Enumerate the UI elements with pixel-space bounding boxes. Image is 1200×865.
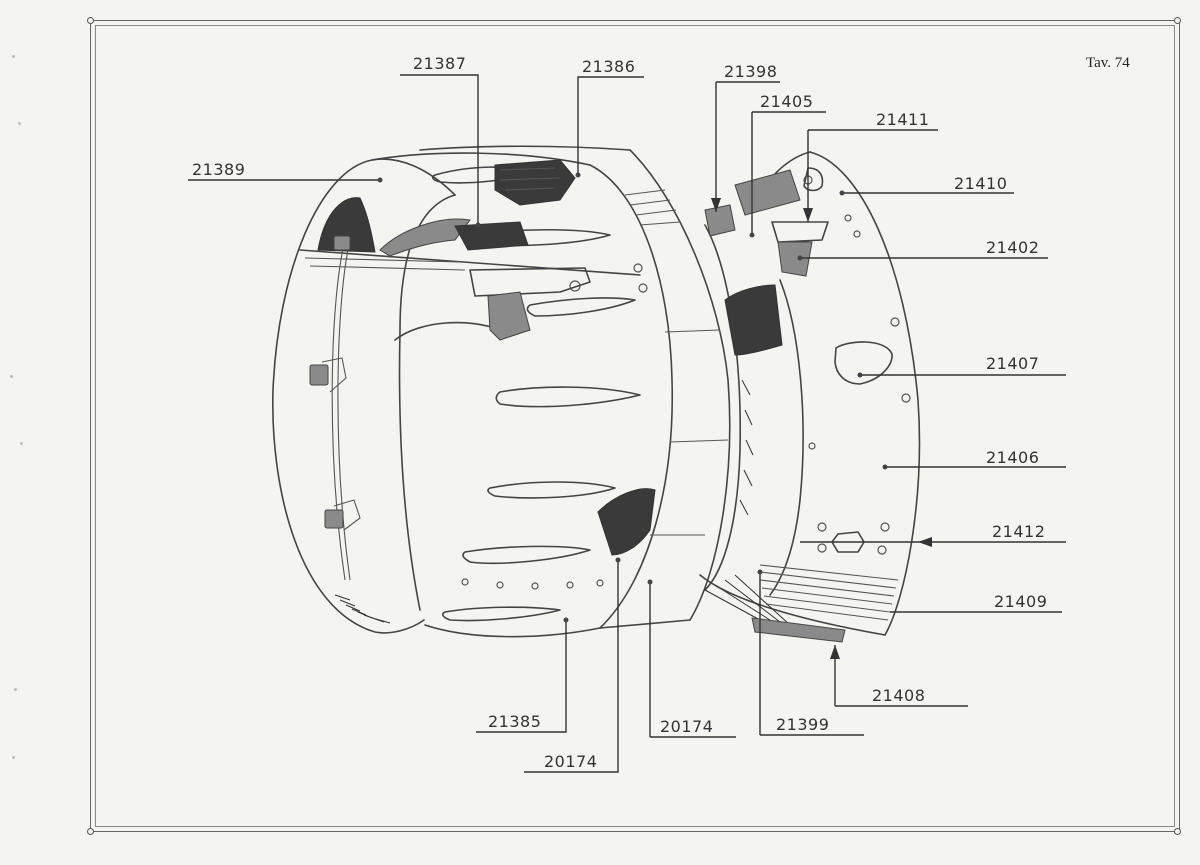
plate-border-inner (95, 25, 1175, 827)
scan-speck (18, 122, 21, 125)
callout-21408: 21408 (872, 686, 926, 705)
callout-21405: 21405 (760, 92, 814, 111)
frame-corner-ring (1174, 17, 1181, 24)
clamp-block (309, 364, 329, 386)
callout-21411: 21411 (876, 110, 930, 129)
leader-lines (188, 74, 1066, 773)
scan-speck (10, 375, 13, 378)
callout-21386: 21386 (582, 57, 636, 76)
callout-21409: 21409 (994, 592, 1048, 611)
scan-speck (20, 442, 23, 445)
callout-21389: 21389 (192, 160, 246, 179)
callout-21402: 21402 (986, 238, 1040, 257)
rear-cowl-ring (699, 151, 921, 643)
callout-21398: 21398 (724, 62, 778, 81)
plate-title: Tav. 74 (1086, 55, 1130, 71)
callout-21387: 21387 (413, 54, 467, 73)
callout-21406: 21406 (986, 448, 1040, 467)
callout-20174-left: 20174 (544, 752, 598, 771)
front-cowl-ring (272, 145, 674, 638)
frame-corner-ring (87, 17, 94, 24)
top-bracket-assembly (379, 159, 591, 341)
callout-20174-right: 20174 (660, 717, 714, 736)
callout-21407: 21407 (986, 354, 1040, 373)
callout-21385: 21385 (488, 712, 542, 731)
connecting-band (597, 149, 731, 629)
scan-speck (12, 756, 15, 759)
scan-speck (12, 55, 15, 58)
callout-21412: 21412 (992, 522, 1046, 541)
clamp-block (333, 235, 351, 251)
frame-corner-ring (87, 828, 94, 835)
frame-corner-ring (1174, 828, 1181, 835)
clamp-block (324, 509, 344, 529)
callout-21399: 21399 (776, 715, 830, 734)
scan-speck (14, 688, 17, 691)
callout-21410: 21410 (954, 174, 1008, 193)
plate-border-outer (90, 20, 1180, 832)
